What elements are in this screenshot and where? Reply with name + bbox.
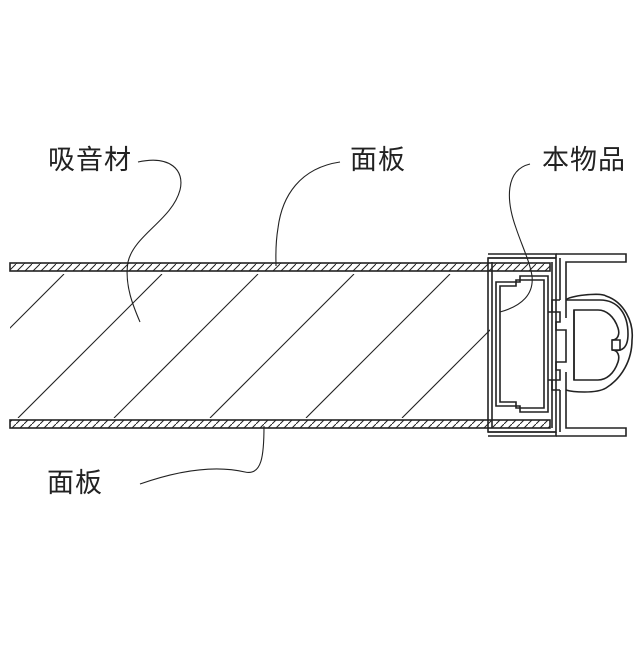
leader-lines (127, 160, 532, 484)
bottom-face-panel (10, 420, 550, 428)
label-face-panel-bottom: 面板 (47, 470, 103, 497)
label-this-product: 本物品 (542, 147, 626, 174)
leader-panel-bottom (140, 426, 264, 484)
label-sound-absorbing-material: 吸音材 (48, 147, 132, 174)
leader-panel-top (276, 162, 340, 266)
top-face-panel (10, 263, 550, 271)
leader-product (500, 164, 532, 312)
leader-absorb (127, 160, 181, 322)
frame-profile (488, 254, 632, 436)
sound-absorbing-core (0, 274, 546, 418)
label-face-panel-top: 面板 (350, 147, 406, 174)
